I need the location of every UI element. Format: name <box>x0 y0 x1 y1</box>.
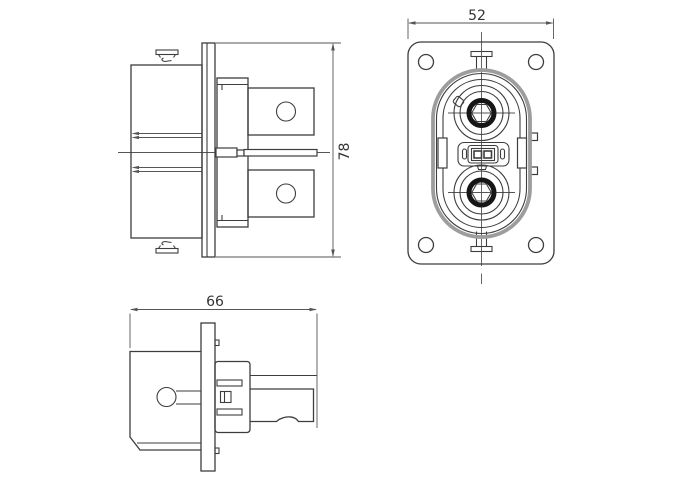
terminal-contact-ring <box>466 98 497 128</box>
front-seal-stadium <box>431 68 532 239</box>
front-terminal-bottom <box>448 164 515 221</box>
shroud-slot <box>216 408 243 416</box>
latch-window-right <box>516 137 528 169</box>
seal-ring <box>431 68 532 239</box>
arrowhead <box>331 43 335 51</box>
mounting-hole <box>527 236 545 254</box>
mounting-hole <box>527 53 545 71</box>
clip-cap <box>155 247 179 254</box>
signal-pin-block <box>470 147 496 162</box>
side-clip-top <box>155 49 179 63</box>
top-front-shroud <box>214 360 251 434</box>
side-rear-housing <box>130 64 203 239</box>
terminal-contact-ring <box>466 177 497 208</box>
latch-hole <box>156 386 177 408</box>
mounting-hole <box>417 53 435 71</box>
side-view <box>118 42 330 258</box>
signal-key <box>219 390 232 404</box>
clip-cap <box>155 49 179 56</box>
busbar-hole <box>275 101 297 122</box>
clip-hook <box>161 240 172 246</box>
arrowhead <box>309 307 317 312</box>
signal-pin <box>483 150 493 159</box>
arrowhead <box>546 21 554 25</box>
signal-slot-right <box>499 148 506 160</box>
front-mounting-holes <box>417 53 545 254</box>
dimension-side-height: 78 <box>216 42 353 258</box>
top-busbar <box>250 374 317 423</box>
shroud-lip-bottom <box>217 215 248 222</box>
side-busbar-top <box>247 87 315 136</box>
side-busbar-bottom <box>247 169 315 218</box>
busbar-hole <box>275 183 297 204</box>
arrowhead <box>408 21 416 25</box>
front-clip-bottom <box>470 231 493 253</box>
dimension-label-78: 78 <box>337 143 353 161</box>
dimension-front-width: 52 <box>407 8 554 39</box>
latch-window-left <box>437 137 448 169</box>
busbar-outline <box>250 388 315 423</box>
shroud-slot <box>216 379 243 387</box>
dimension-label-66: 66 <box>206 294 224 310</box>
hex-socket <box>471 103 492 123</box>
mounting-hole <box>417 236 435 254</box>
top-rear-housing <box>129 350 201 451</box>
front-flange-plate <box>407 41 555 265</box>
side-wire-lines <box>131 131 202 174</box>
side-signal-terminal <box>215 147 318 158</box>
flange-step <box>214 447 220 455</box>
clip-legs <box>158 54 176 58</box>
front-view <box>407 32 555 284</box>
side-flange <box>201 42 216 258</box>
shroud-lip-top <box>217 83 248 90</box>
signal-pin <box>473 150 483 159</box>
signal-bottom-tab <box>476 165 488 171</box>
hex-socket <box>471 183 492 202</box>
front-signal-connector <box>457 141 510 171</box>
clip-hook <box>161 57 172 63</box>
arrowhead <box>331 249 335 257</box>
top-view <box>129 322 317 472</box>
side-clip-bottom <box>155 240 179 254</box>
flange-step <box>214 339 220 347</box>
dimension-label-52: 52 <box>468 8 486 24</box>
top-flange <box>200 322 220 472</box>
clip-legs <box>158 245 176 249</box>
dimension-top-length: 66 <box>129 294 318 428</box>
signal-slot-left <box>461 148 468 160</box>
arrowhead <box>130 307 138 312</box>
front-terminal-top <box>448 84 515 142</box>
